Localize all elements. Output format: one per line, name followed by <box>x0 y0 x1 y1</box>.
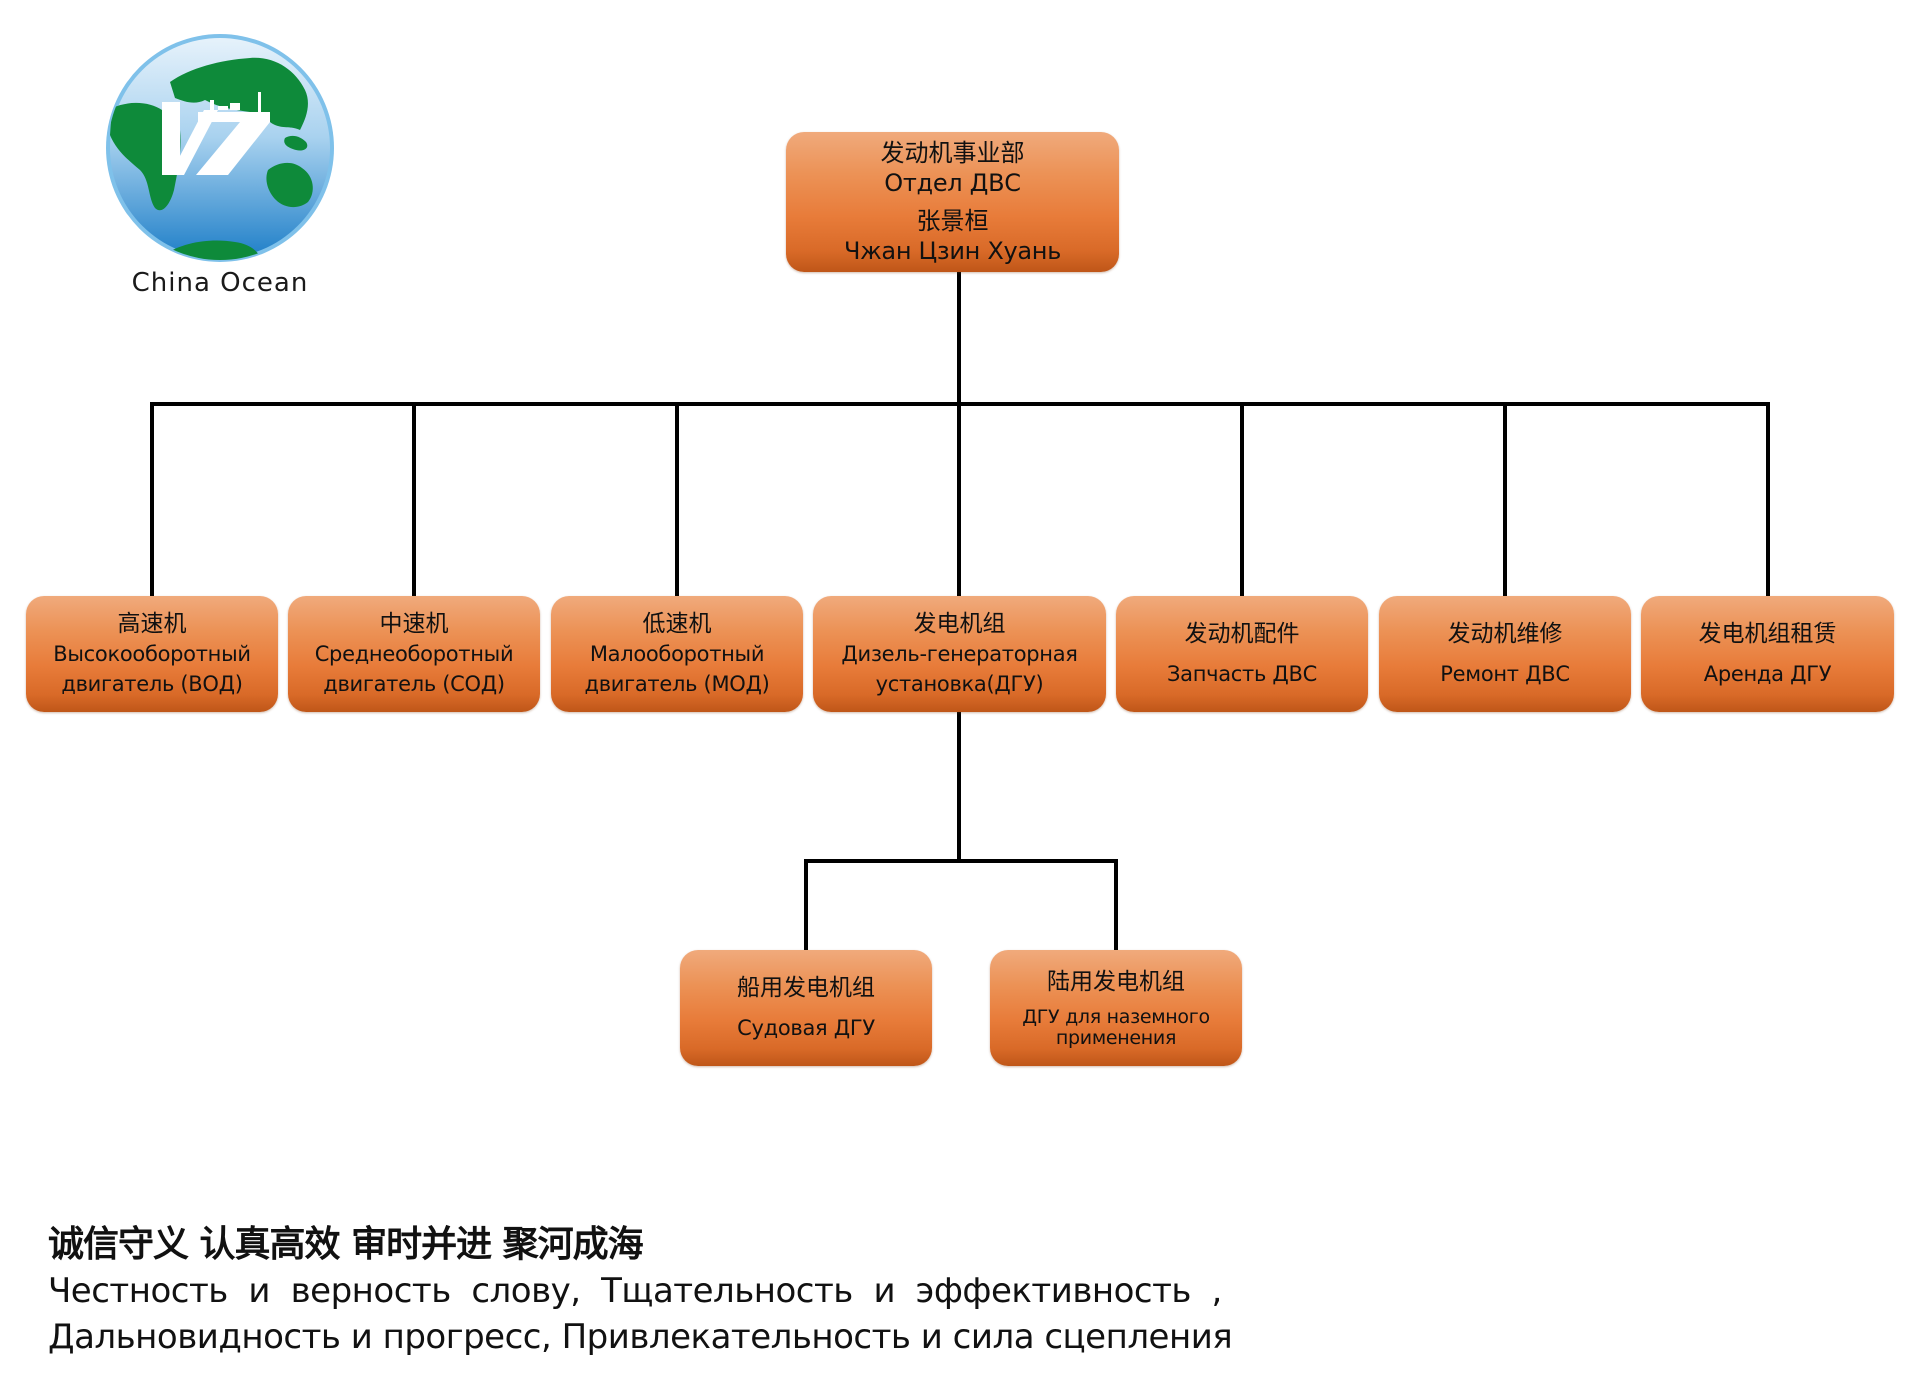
logo-monogram <box>162 92 276 175</box>
company-logo: China Ocean <box>100 30 340 300</box>
node-label-zh: 船用发电机组 <box>737 975 875 1001</box>
node-label-ru: двигатель (СОД) <box>323 672 505 696</box>
node-label-zh: 低速机 <box>642 611 712 637</box>
node-label-ru: двигатель (МОД) <box>584 672 770 696</box>
org-node-land-genset[interactable]: 陆用发电机组 ДГУ для наземного применения <box>990 950 1242 1066</box>
org-node-low-speed-engine[interactable]: 低速机 Малооборотный двигатель (МОД) <box>551 596 803 712</box>
org-node-root[interactable]: 发动机事业部 Отдел ДВС 张景桓 Чжан Цзин Хуань <box>786 132 1119 272</box>
node-label-ru: Ремонт ДВС <box>1440 662 1570 686</box>
node-label-zh: 高速机 <box>117 611 187 637</box>
org-node-engine-parts[interactable]: 发动机配件 Запчасть ДВС <box>1116 596 1368 712</box>
node-label-ru: Малооборотный <box>589 642 765 666</box>
root-head-ru: Чжан Цзин Хуань <box>843 237 1062 265</box>
motto-ru-line-1: Честность и верность слову, Тщательность… <box>48 1271 1222 1311</box>
root-title-zh: 发动机事业部 <box>880 139 1025 167</box>
node-label-zh: 陆用发电机组 <box>1047 969 1185 995</box>
node-label-zh: 中速机 <box>379 611 449 637</box>
motto-ru-line-2: Дальновидность и прогресс, Привлекательн… <box>48 1317 1233 1357</box>
node-label-zh: 发电机组租赁 <box>1698 621 1837 647</box>
org-node-marine-genset[interactable]: 船用发电机组 Судовая ДГУ <box>680 950 932 1066</box>
root-head-zh: 张景桓 <box>916 207 989 235</box>
org-node-genset-rental[interactable]: 发电机组租赁 Аренда ДГУ <box>1641 596 1894 712</box>
node-label-zh: 发电机组 <box>913 611 1006 637</box>
root-title-ru: Отдел ДВС <box>884 169 1021 197</box>
org-node-generator-set[interactable]: 发电机组 Дизель-генераторная установка(ДГУ) <box>813 596 1106 712</box>
company-motto: 诚信守义 认真高效 审时并进 聚河成海 Честность и верность… <box>48 1222 1233 1360</box>
node-label-ru: Запчасть ДВС <box>1166 662 1318 686</box>
node-label-zh: 发动机维修 <box>1447 621 1563 647</box>
node-label-ru: Аренда ДГУ <box>1703 662 1832 686</box>
node-label-ru: Судовая ДГУ <box>737 1016 875 1040</box>
globe-logo-icon <box>106 34 334 262</box>
node-label-zh: 发动机配件 <box>1184 621 1300 647</box>
node-label-ru: Среднеоборотный <box>314 642 514 666</box>
motto-zh: 诚信守义 认真高效 审时并进 聚河成海 <box>48 1224 644 1265</box>
node-label-ru: установка(ДГУ) <box>875 672 1044 696</box>
node-label-ru: ДГУ для наземного <box>1022 1006 1210 1028</box>
node-label-ru: Высокооборотный <box>53 642 251 666</box>
node-label-ru: применения <box>1055 1027 1177 1049</box>
org-node-engine-repair[interactable]: 发动机维修 Ремонт ДВС <box>1379 596 1631 712</box>
org-node-medium-speed-engine[interactable]: 中速机 Среднеоборотный двигатель (СОД) <box>288 596 540 712</box>
org-node-high-speed-engine[interactable]: 高速机 Высокооборотный двигатель (ВОД) <box>26 596 278 712</box>
node-label-ru: двигатель (ВОД) <box>61 672 243 696</box>
logo-caption: China Ocean <box>131 268 309 298</box>
node-label-ru: Дизель-генераторная <box>841 642 1078 666</box>
